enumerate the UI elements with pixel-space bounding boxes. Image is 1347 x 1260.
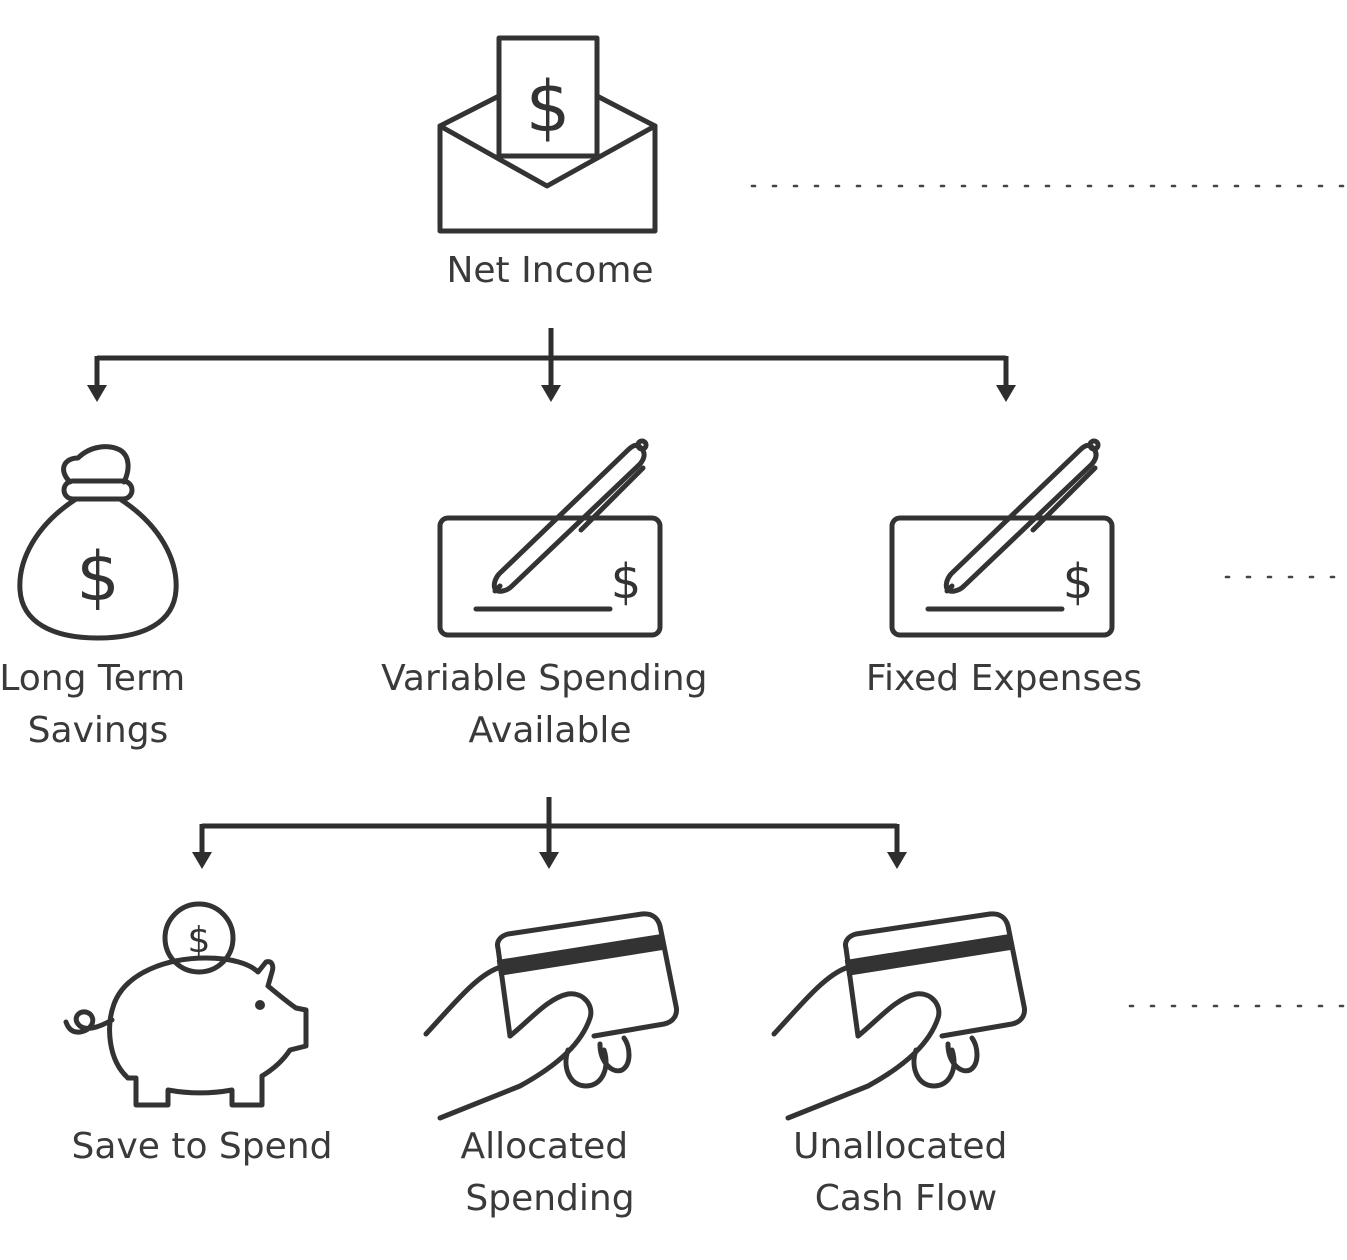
dollar-sign-icon: $ [188,920,211,961]
long-term-savings-node: $ Long Term Savings [0,444,197,751]
dollar-sign-icon: $ [526,66,571,148]
piggy-bank-icon: $ [63,901,309,1108]
arrowhead-icon [887,852,907,869]
check-pen-icon: $ [437,438,663,638]
money-bag-icon: $ [17,444,179,641]
node-label-save-to-spend: Save to Spend [72,1126,333,1167]
arrowhead-icon [87,385,107,402]
unallocated-cash-flow-node: Unallocated Cash Flow [771,911,1027,1219]
arrowhead-icon [192,852,212,869]
connector-net-income [87,328,1016,402]
dollar-sign-icon: $ [1063,554,1094,610]
node-label-long-term-savings: Long Term Savings [0,658,197,751]
allocated-spending-node: Allocated Spending [423,911,679,1219]
check-pen-icon: $ [889,438,1115,638]
dollar-sign-icon: $ [611,554,642,610]
connector-variable-spending [192,797,907,869]
dollar-sign-icon: $ [76,538,119,617]
node-label-allocated-spending: Allocated Spending [460,1126,639,1219]
dotted-leaders [750,184,1347,1008]
arrowhead-icon [539,852,559,869]
node-label-variable-spending: Variable Spending Available [381,658,719,751]
fixed-expenses-node: $ Fixed Expenses [866,438,1142,699]
save-to-spend-node: $ Save to Spend [63,901,333,1167]
hand-card-icon [423,911,679,1121]
envelope-dollar-icon: $ [437,35,658,234]
hand-card-icon [771,911,1027,1121]
node-label-fixed-expenses: Fixed Expenses [866,658,1142,699]
arrowhead-icon [541,385,561,402]
variable-spending-node: $ Variable Spending Available [381,438,719,751]
node-label-unallocated-cash-flow: Unallocated Cash Flow [793,1126,1019,1219]
node-label-net-income: Net Income [446,250,653,291]
net-income-node: $ Net Income [437,35,658,291]
arrowhead-icon [996,385,1016,402]
